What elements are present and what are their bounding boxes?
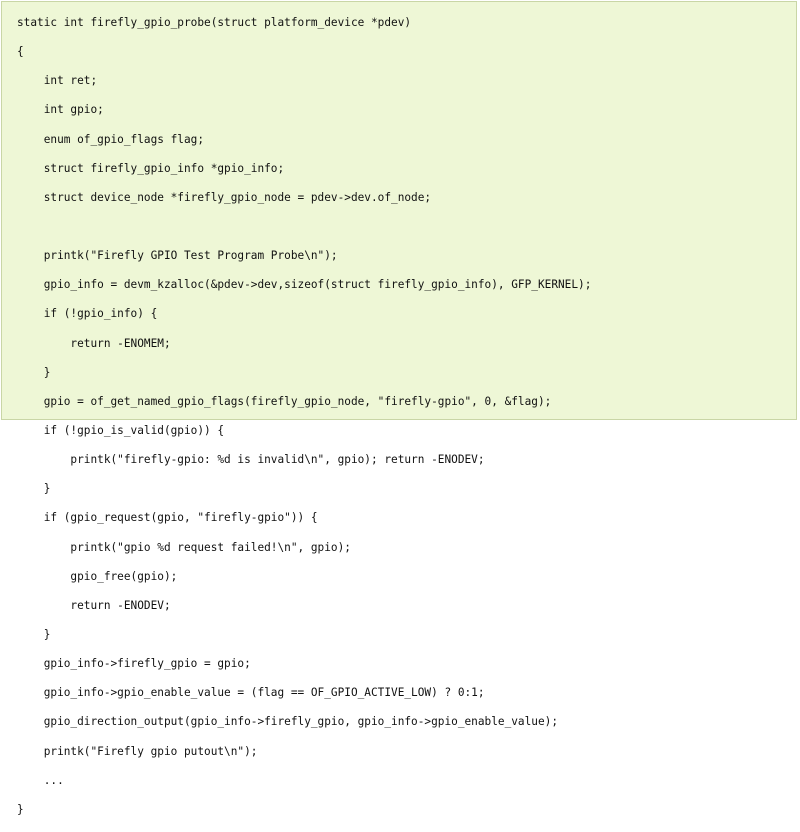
code-line: struct device_node *firefly_gpio_node = … (17, 190, 432, 204)
code-line: printk("gpio %d request failed!\n", gpio… (17, 540, 351, 554)
code-line: gpio_info = devm_kzalloc(&pdev->dev,size… (17, 278, 592, 292)
code-line: if (!gpio_info) { (17, 307, 158, 321)
code-line: gpio_direction_output(gpio_info->firefly… (17, 715, 558, 729)
code-line: } (17, 365, 51, 379)
code-line: gpio_free(gpio); (17, 569, 178, 583)
code-line: { (17, 45, 24, 59)
code-line: static int firefly_gpio_probe(struct pla… (17, 16, 412, 29)
code-line: gpio_info->firefly_gpio = gpio; (17, 657, 251, 671)
code-line: if (gpio_request(gpio, "firefly-gpio")) … (17, 511, 318, 525)
code-lines: static int firefly_gpio_probe(struct pla… (17, 16, 591, 832)
code-line: if (!gpio_is_valid(gpio)) { (17, 423, 225, 437)
code-line: } (17, 482, 51, 496)
code-line: return -ENOMEM; (17, 336, 171, 350)
code-line: } (17, 627, 51, 641)
code-line: enum of_gpio_flags flag; (17, 132, 205, 146)
code-line: gpio = of_get_named_gpio_flags(firefly_g… (17, 394, 552, 408)
code-line: printk("Firefly gpio putout\n"); (17, 744, 258, 758)
code-line: int gpio; (17, 103, 104, 117)
code-line: return -ENODEV; (17, 598, 171, 612)
code-line: ... (17, 773, 64, 787)
code-line (17, 220, 591, 234)
code-line: gpio_info->gpio_enable_value = (flag == … (17, 686, 485, 700)
code-line: struct firefly_gpio_info *gpio_info; (17, 161, 285, 175)
code-line: int ret; (17, 74, 98, 88)
code-line: } (17, 802, 24, 816)
code-block: static int firefly_gpio_probe(struct pla… (1, 1, 797, 816)
code-line: printk("Firefly GPIO Test Program Probe\… (17, 249, 338, 263)
code-line: printk("firefly-gpio: %d is invalid\n", … (17, 453, 485, 467)
